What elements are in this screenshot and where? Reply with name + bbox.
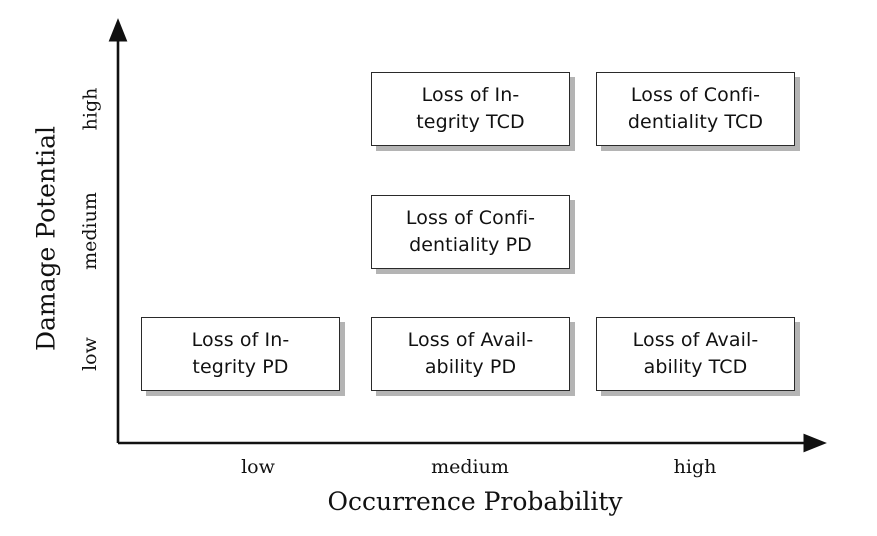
cell-label: Loss of Confi- dentiality TCD xyxy=(627,84,764,133)
cell-label: Loss of Avail- ability PD xyxy=(407,329,534,378)
x-tick-low: low xyxy=(241,456,275,478)
cell-availability-tcd[interactable]: Loss of Avail- ability TCD xyxy=(596,317,795,391)
x-tick-high: high xyxy=(673,456,717,478)
cell-label: Loss of In- tegrity TCD xyxy=(416,84,525,133)
y-tick-medium-text: medium xyxy=(78,192,101,270)
cell-label: Loss of In- tegrity PD xyxy=(191,329,290,378)
cell-label: Loss of Confi- dentiality PD xyxy=(405,207,536,256)
cell-integrity-tcd[interactable]: Loss of In- tegrity TCD xyxy=(371,72,570,146)
cell-confidentiality-pd[interactable]: Loss of Confi- dentiality PD xyxy=(371,195,570,269)
y-tick-high-text: high xyxy=(79,87,101,131)
x-axis-title: Occurrence Probability xyxy=(327,487,623,516)
cell-label: Loss of Avail- ability TCD xyxy=(632,329,759,378)
x-tick-medium: medium xyxy=(431,456,509,478)
cell-availability-pd[interactable]: Loss of Avail- ability PD xyxy=(371,317,570,391)
y-axis-title: Damage Potential xyxy=(31,125,61,352)
cell-integrity-pd[interactable]: Loss of In- tegrity PD xyxy=(141,317,340,391)
y-tick-low-text: low xyxy=(79,337,101,371)
cell-confidentiality-tcd[interactable]: Loss of Confi- dentiality TCD xyxy=(596,72,795,146)
